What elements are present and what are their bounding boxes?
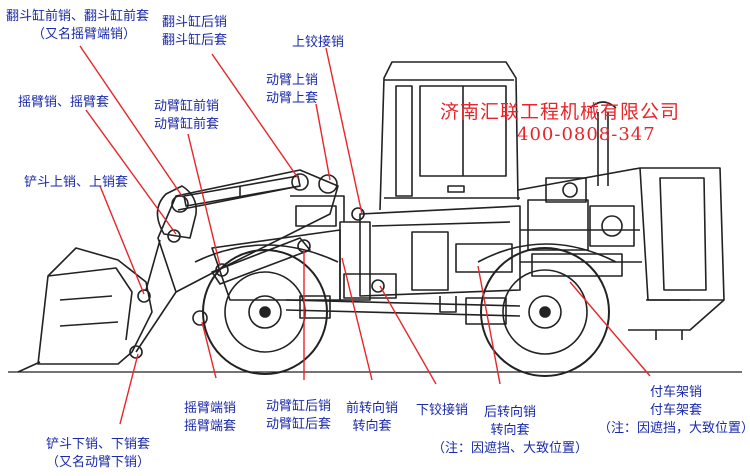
label-line: 动臂缸前销 bbox=[154, 99, 220, 114]
label-line: 翻斗缸后套 bbox=[162, 33, 228, 48]
bucket-cylinder bbox=[183, 175, 301, 207]
label-line: 动臂缸后销 bbox=[266, 399, 332, 414]
label-line: 动臂上套 bbox=[266, 91, 319, 106]
label-boom-upper-pin: 动臂上销 动臂上套 bbox=[266, 72, 318, 108]
rear-body bbox=[517, 167, 725, 340]
label-boom-cylinder-rear-pin: 动臂缸后销 动臂缸后套 bbox=[266, 398, 331, 434]
label-rocker-pin: 摇臂销、摇臂套 bbox=[18, 94, 109, 112]
label-line: 动臂上销 bbox=[266, 73, 319, 88]
label-line: 摇臂端销 bbox=[184, 401, 237, 416]
label-line: （又名摇臂端销） bbox=[32, 27, 137, 42]
label-line: 转向套 bbox=[352, 419, 392, 434]
front-fender bbox=[194, 244, 339, 263]
label-bucket-lower-pin: 铲斗下销、下销套 （又名动臂下销） bbox=[46, 436, 150, 472]
label-boom-cylinder-front-pin: 动臂缸前销 动臂缸前套 bbox=[154, 98, 219, 134]
drive-shaft bbox=[285, 295, 521, 325]
bucket bbox=[17, 247, 153, 373]
label-rocker-end-pin: 摇臂端销 摇臂端套 bbox=[184, 400, 236, 436]
rear-frame bbox=[359, 205, 521, 313]
label-line: 铲斗下销、下销套 bbox=[46, 437, 151, 452]
label-bucket-cylinder-front-pin: 翻斗缸前销、翻斗缸前套 （又名摇臂端销） bbox=[6, 8, 149, 44]
label-line: 动臂缸后套 bbox=[266, 417, 332, 432]
label-line: 翻斗缸后销 bbox=[162, 15, 228, 30]
rocker-end-pin bbox=[192, 310, 208, 326]
lower-boom-link bbox=[135, 291, 177, 353]
label-line: 动臂缸前套 bbox=[154, 117, 220, 132]
label-line: 前转向销 bbox=[346, 401, 399, 416]
phone-watermark: 400-0808-347 bbox=[517, 124, 656, 145]
label-upper-hinge-pin: 上铰接销 bbox=[292, 34, 344, 52]
front-frame bbox=[211, 195, 345, 301]
cab bbox=[379, 61, 520, 211]
label-line: 摇臂端套 bbox=[184, 419, 237, 434]
label-line: 铲斗上销、上销套 bbox=[24, 175, 129, 190]
company-watermark: 济南汇联工程机械有限公司 bbox=[440, 101, 681, 123]
label-line: 后转向销 bbox=[484, 405, 537, 420]
rear-wheel bbox=[480, 247, 610, 377]
label-line: 付车架销 bbox=[650, 385, 703, 400]
leader-lines bbox=[79, 45, 651, 425]
bucket-link bbox=[145, 239, 161, 291]
label-note: （注：因遮挡、大致位置） bbox=[432, 441, 589, 456]
rocker-arm bbox=[156, 185, 198, 243]
label-front-steering-pin: 前转向销 转向套 bbox=[346, 400, 398, 436]
label-bucket-upper-pin: 铲斗上销、上销套 bbox=[24, 174, 128, 192]
label-line: 翻斗缸前销、翻斗缸前套 bbox=[6, 9, 150, 24]
label-rear-steering-pin: 后转向销 转向套 （注：因遮挡、大致位置） bbox=[432, 404, 588, 458]
engine-block bbox=[520, 177, 642, 277]
label-line: 下铰接销 bbox=[416, 403, 469, 418]
label-line: 上铰接销 bbox=[292, 35, 345, 50]
label-line: 摇臂销、摇臂套 bbox=[18, 95, 110, 110]
label-bucket-cylinder-rear-pin: 翻斗缸后销 翻斗缸后套 bbox=[162, 14, 227, 50]
label-sub-frame-pin: 付车架销 付车架套 （注：因遮挡，大致位置） bbox=[598, 384, 750, 438]
label-line: 转向套 bbox=[490, 423, 530, 438]
label-note: （注：因遮挡，大致位置） bbox=[598, 421, 750, 436]
label-lower-hinge-pin: 下铰接销 bbox=[416, 402, 468, 420]
label-line: （又名动臂下销） bbox=[46, 455, 151, 470]
label-line: 付车架套 bbox=[650, 403, 703, 418]
